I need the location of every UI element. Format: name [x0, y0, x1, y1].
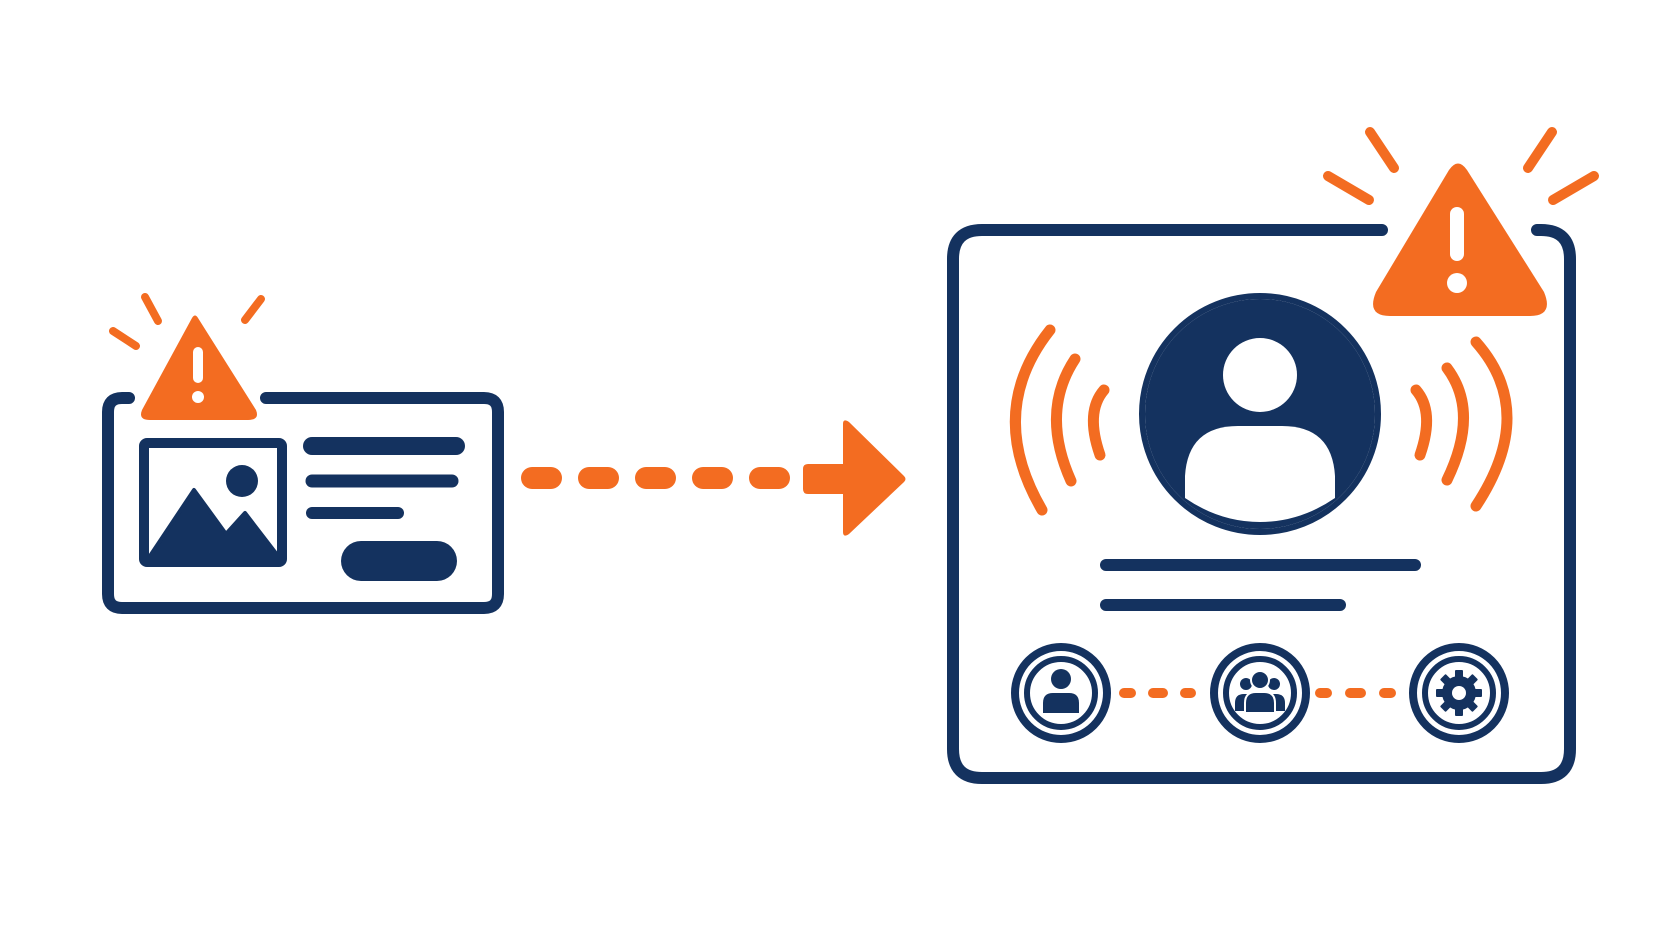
target-text-lines — [1100, 559, 1421, 611]
node-users-group — [1210, 643, 1310, 743]
warning-icon — [141, 315, 257, 420]
avatar-icon — [1139, 293, 1381, 535]
broadcast-waves-icon — [1009, 324, 1110, 516]
source-text-lines — [303, 437, 465, 519]
users-group-icon — [1235, 670, 1285, 714]
gear-icon — [1436, 670, 1482, 716]
image-icon — [139, 438, 287, 567]
connector — [521, 420, 906, 536]
source-pill-button — [341, 541, 457, 581]
arrow-right-icon — [803, 420, 906, 536]
warning-rays — [1323, 127, 1599, 205]
node-user — [1011, 643, 1111, 743]
user-icon — [1043, 669, 1079, 713]
source-card-frame — [102, 392, 504, 614]
warning-icon — [1373, 163, 1547, 316]
warning-rays — [109, 293, 265, 350]
target-card — [947, 127, 1599, 784]
source-card — [102, 293, 504, 614]
broadcast-waves-icon — [1410, 336, 1513, 512]
target-card-frame — [947, 224, 1576, 784]
node-gear — [1409, 643, 1509, 743]
